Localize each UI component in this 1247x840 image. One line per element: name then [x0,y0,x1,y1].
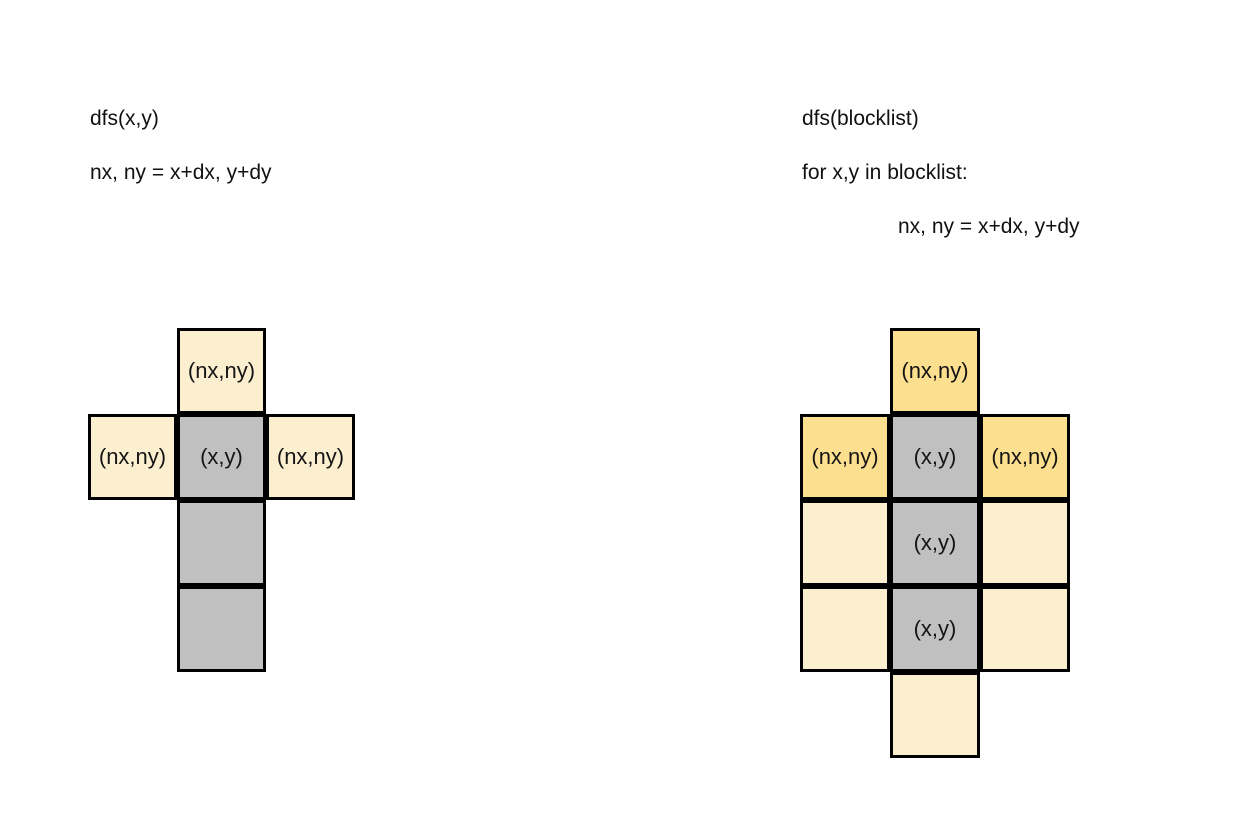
dfs-blocklist-cell-xy-r1c1: (x,y) [890,414,980,500]
dfs-blocklist-cell-blank-r2c2 [980,500,1070,586]
dfs-single-cell-code-line-1: nx, ny = x+dx, y+dy [90,161,272,184]
dfs-blocklist-code-line-1: for x,y in blocklist: [802,161,968,184]
dfs-blocklist-cell-xy-r3c1: (x,y) [890,586,980,672]
dfs-blocklist-cell-nxny-r1c0: (nx,ny) [800,414,890,500]
dfs-blocklist-cell-blank-r3c2 [980,586,1070,672]
dfs-single-cell-cell-blank-r2c1 [177,500,266,586]
dfs-single-cell-cell-nxny-r0c1: (nx,ny) [177,328,266,414]
right-pseudocode-block: dfs(blocklist) for x,y in blocklist: nx, n… [802,92,1080,254]
dfs-blocklist-code-line-0: dfs(blocklist) [802,107,919,130]
dfs-single-cell-code-line-0: dfs(x,y) [90,107,159,130]
dfs-single-cell-cell-xy-r1c1: (x,y) [177,414,266,500]
dfs-blocklist-cell-nxny-r0c1: (nx,ny) [890,328,980,414]
dfs-blocklist-cell-xy-r2c1: (x,y) [890,500,980,586]
dfs-single-cell-cell-blank-r3c1 [177,586,266,672]
dfs-blocklist-cell-blank-r4c1 [890,672,980,758]
dfs-blocklist-cell-nxny-r1c2: (nx,ny) [980,414,1070,500]
dfs-blocklist-cell-blank-r2c0 [800,500,890,586]
dfs-blocklist-cell-blank-r3c0 [800,586,890,672]
dfs-blocklist-code-line-2: nx, ny = x+dx, y+dy [898,215,1080,238]
dfs-single-cell-cell-nxny-r1c2: (nx,ny) [266,414,355,500]
left-pseudocode-block: dfs(x,y) nx, ny = x+dx, y+dy [90,92,272,200]
dfs-single-cell-cell-nxny-r1c0: (nx,ny) [88,414,177,500]
